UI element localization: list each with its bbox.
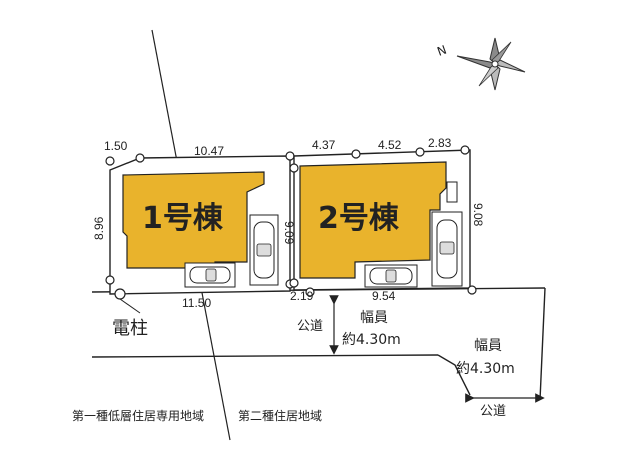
lot-1-corner-markers xyxy=(105,151,295,300)
lot-2-dim-right: 9.08 xyxy=(471,203,485,227)
road-width-value-2: 約4.30m xyxy=(456,361,515,377)
lot-2-corner-markers xyxy=(289,145,477,297)
lot-2-dim-top-left: 4.37 xyxy=(312,138,336,152)
lot-1-dim-bottom: 11.50 xyxy=(182,296,211,310)
car-icon xyxy=(436,219,458,279)
lot-1-dim-top-left: 1.50 xyxy=(104,139,128,153)
lot-2: 4.37 4.52 2.83 9.08 2.19 9.54 2号棟 xyxy=(289,136,485,303)
lot-1: 1.50 10.47 8.96 9.09 11.50 1号棟 xyxy=(92,139,296,310)
lot-2-utility-box xyxy=(446,181,458,203)
utility-pole-icon xyxy=(119,298,141,314)
lot-2-dim-top-mid: 4.52 xyxy=(378,138,402,152)
public-road-label-2: 公道 xyxy=(480,404,506,419)
lot-2-dim-top-right: 2.83 xyxy=(428,136,452,150)
lot-1-dim-right: 9.09 xyxy=(282,221,296,245)
lot-2-building-label: 2号棟 xyxy=(318,201,400,236)
north-label: N xyxy=(435,43,448,59)
car-icon xyxy=(369,267,413,285)
lot-2-dim-bottom: 9.54 xyxy=(372,289,396,303)
road-width-value: 約4.30m xyxy=(342,332,401,348)
zoning-label-2: 第二種住居地域 xyxy=(238,409,322,423)
lot-2-dim-bottom-left: 2.19 xyxy=(290,289,314,303)
lot-2-building xyxy=(299,161,447,279)
lot-1-dim-top: 10.47 xyxy=(194,144,224,158)
public-road-label: 公道 xyxy=(297,319,323,334)
road-width-label: 幅員 xyxy=(360,310,388,326)
lot-1-dim-left: 8.96 xyxy=(92,216,106,240)
utility-pole-label: 電柱 xyxy=(112,318,148,339)
compass-rose-icon: N xyxy=(435,37,526,91)
lot-1-building-label: 1号棟 xyxy=(142,201,224,236)
road-width-label-2: 幅員 xyxy=(474,338,502,354)
lot-1-building xyxy=(122,171,265,269)
car-icon xyxy=(253,221,275,279)
zoning-label-1: 第一種低層住居専用地域 xyxy=(72,409,204,423)
car-icon xyxy=(189,266,231,284)
